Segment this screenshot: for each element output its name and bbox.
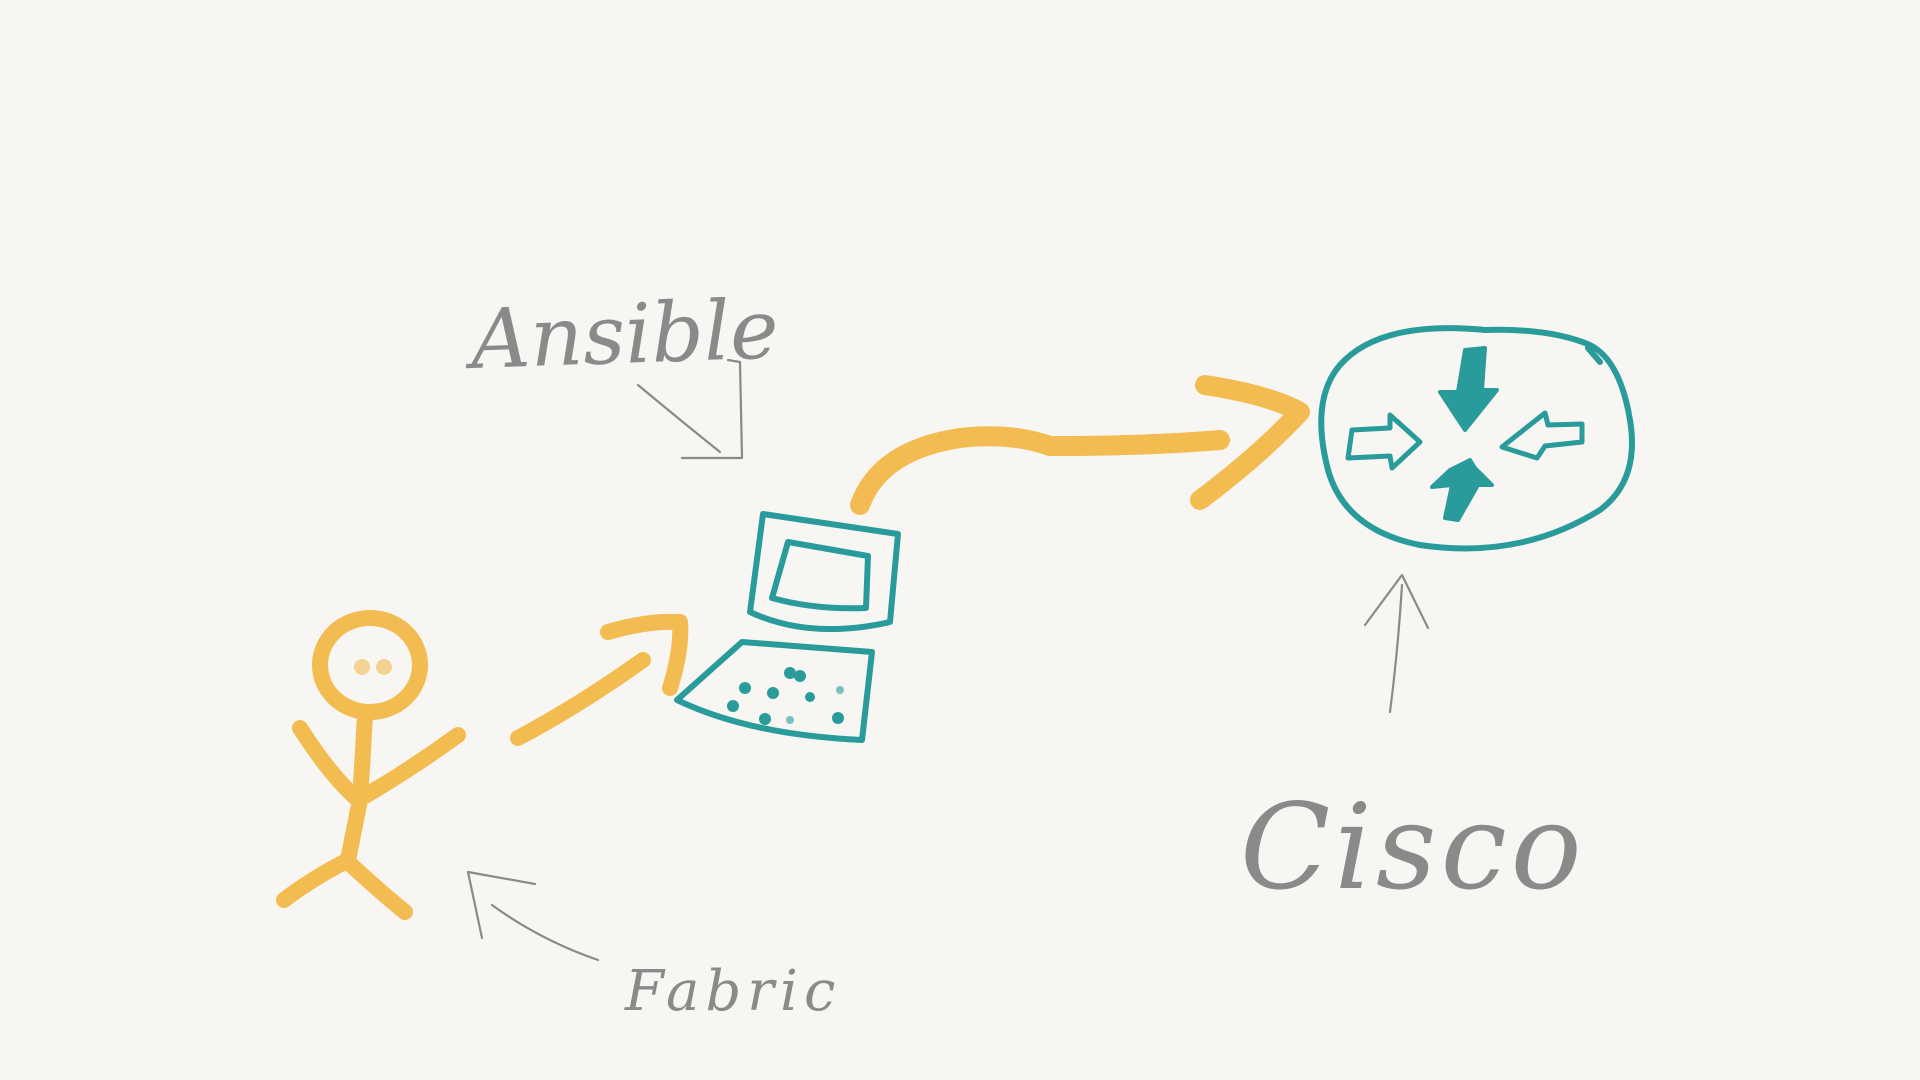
cisco-pointer-arrow bbox=[1363, 573, 1430, 714]
label-cisco: Cisco bbox=[1240, 778, 1586, 916]
laptop-icon bbox=[674, 511, 901, 743]
label-ansible: Ansible bbox=[462, 282, 780, 388]
label-fabric: Fabric bbox=[624, 959, 841, 1024]
stick-figure-icon bbox=[276, 610, 466, 920]
cisco-router-icon bbox=[1318, 325, 1635, 552]
ansible-pointer-arrow bbox=[636, 358, 744, 460]
fabric-pointer-arrow bbox=[466, 870, 600, 962]
arrow-laptop-to-router bbox=[850, 375, 1310, 515]
arrow-person-to-laptop bbox=[510, 613, 689, 746]
